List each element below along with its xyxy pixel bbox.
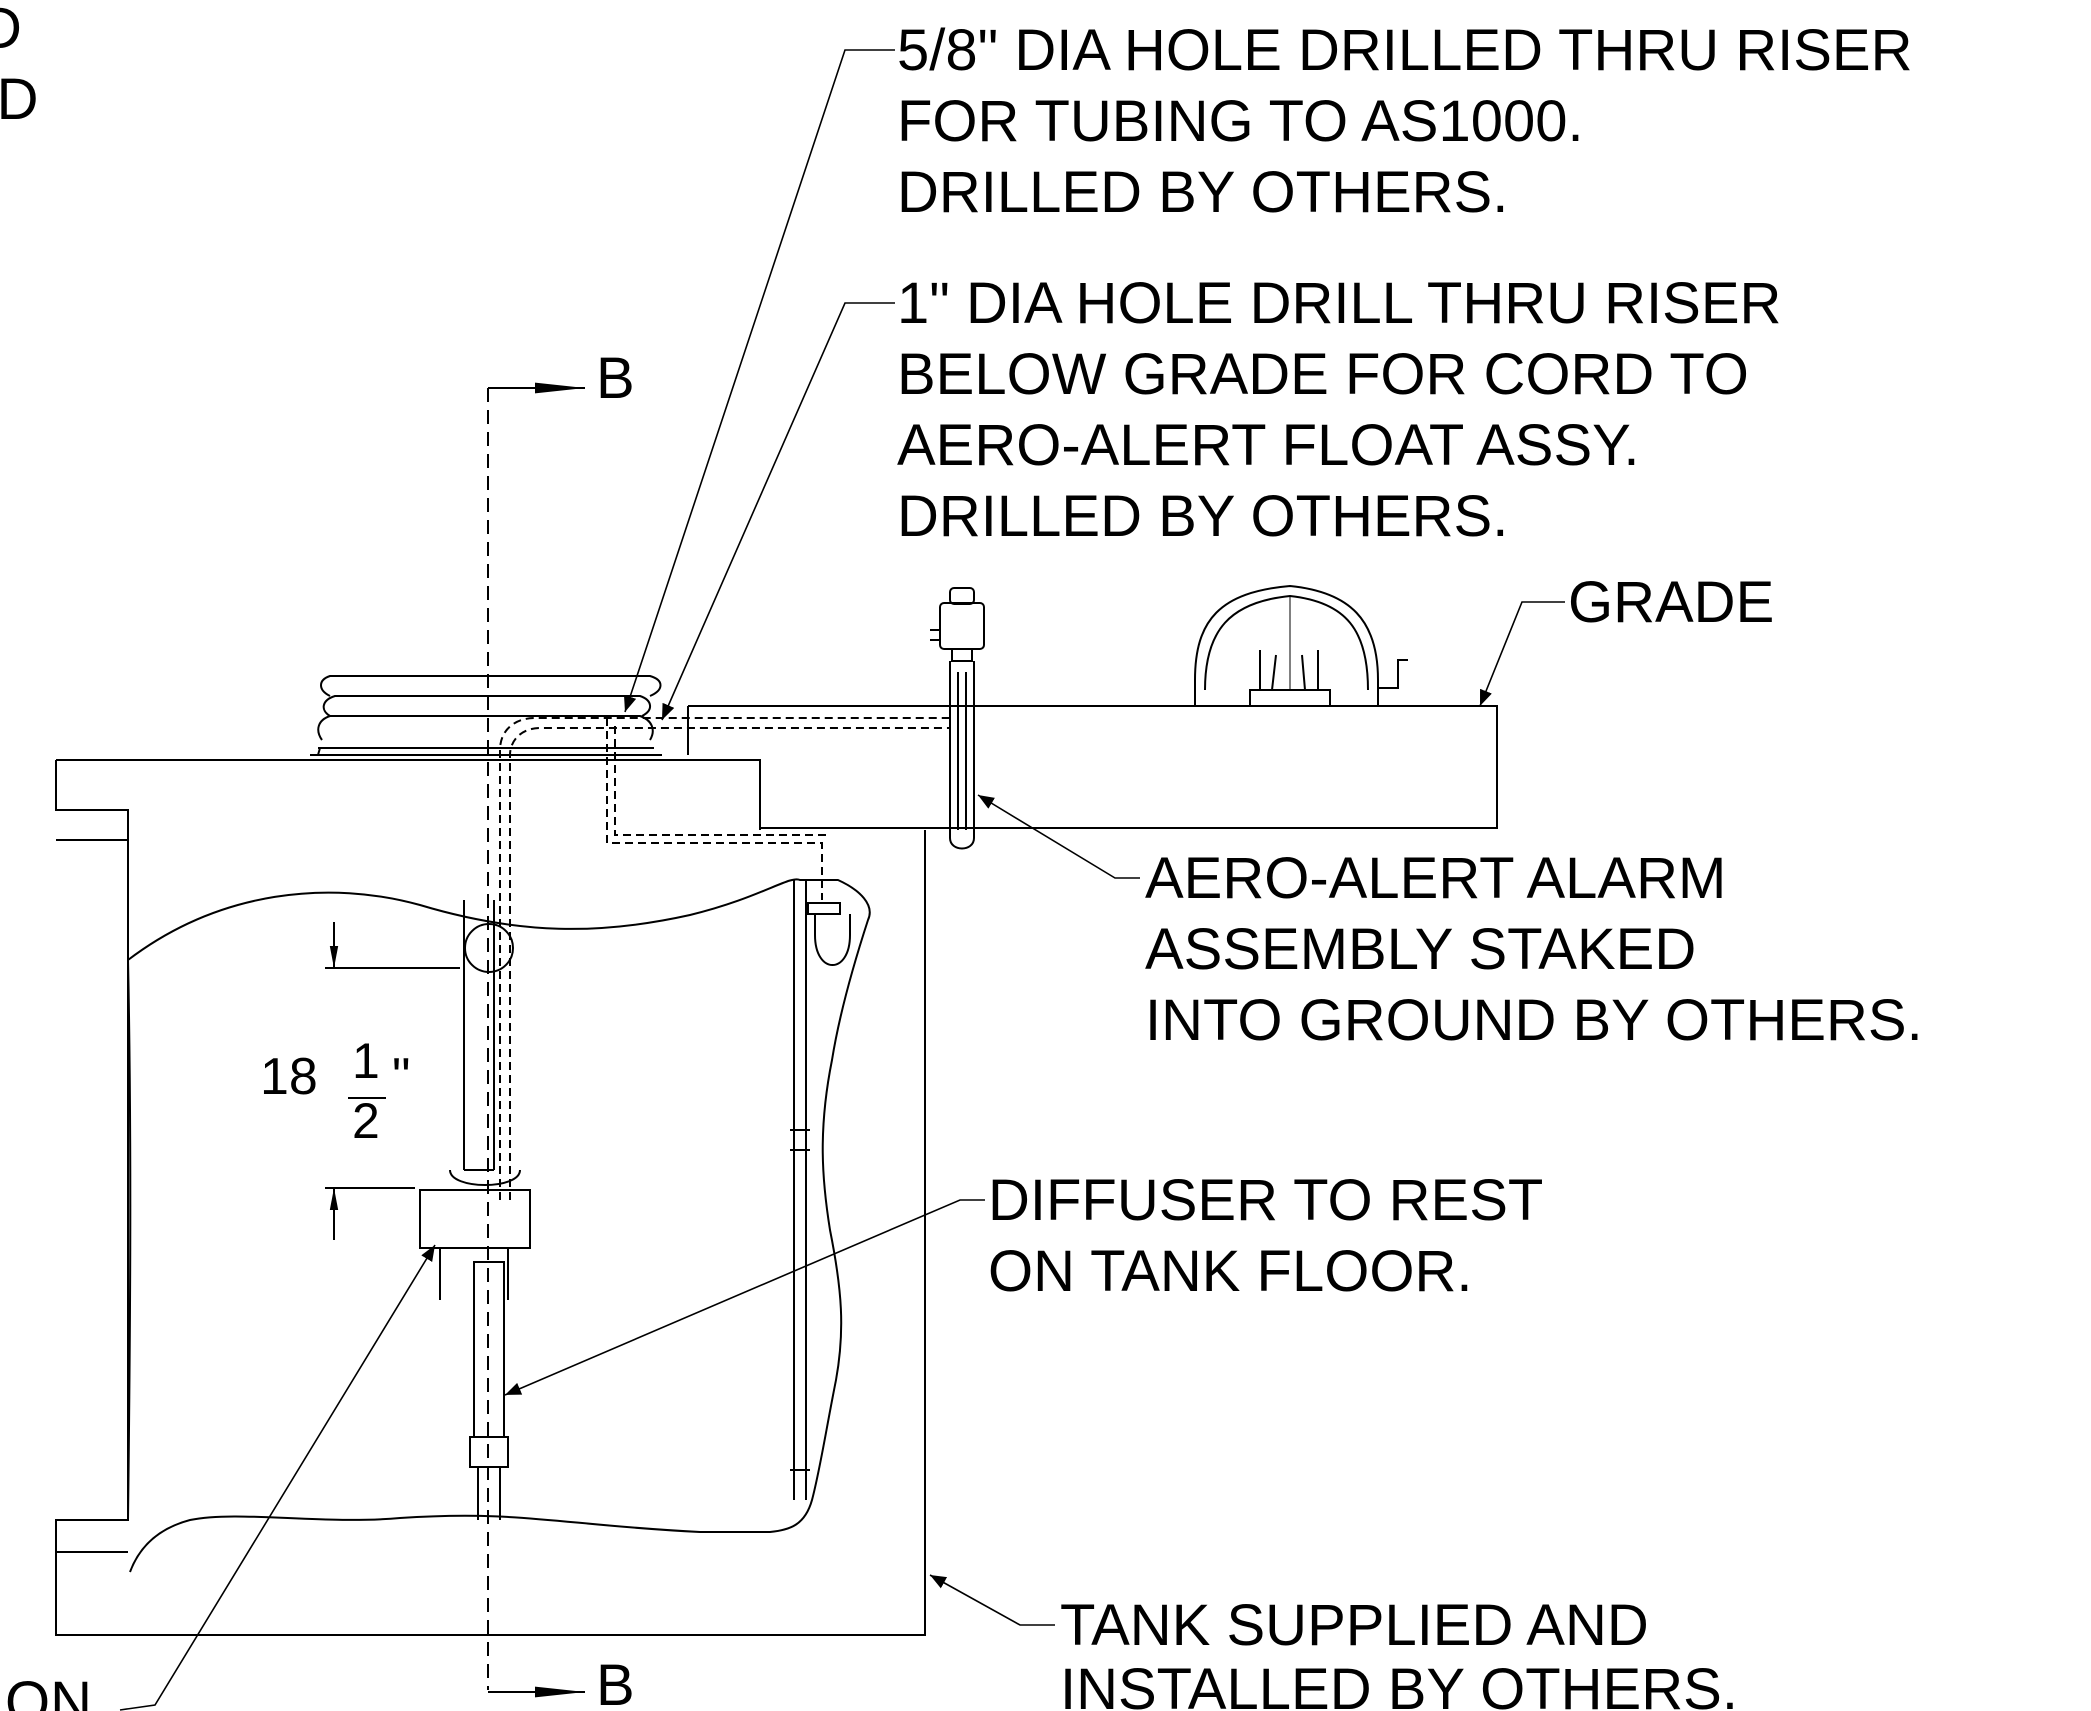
dimension-18-half: [325, 922, 460, 1240]
leader-diffuser: [504, 1199, 985, 1396]
leader-grade: [1479, 601, 1565, 707]
svg-text:DRILLED BY OTHERS.: DRILLED BY OTHERS.: [897, 484, 1508, 549]
callout-alarm: AERO-ALERT ALARM ASSEMBLY STAKED INTO GR…: [1145, 846, 1923, 1053]
tubing-routes: [499, 717, 950, 1200]
grade-slab: [687, 705, 1498, 829]
svg-text:DIFFUSER TO REST: DIFFUSER TO REST: [988, 1168, 1543, 1233]
svg-text:TANK SUPPLIED AND: TANK SUPPLIED AND: [1060, 1593, 1649, 1658]
float-switch: [807, 902, 851, 966]
dimension-unit: ": [392, 1048, 410, 1106]
callout-diffuser: DIFFUSER TO REST ON TANK FLOOR.: [988, 1168, 1543, 1304]
svg-text:DRILLED BY OTHERS.: DRILLED BY OTHERS.: [897, 160, 1508, 225]
tank: [55, 759, 926, 1636]
callout-hole-5-8: 5/8" DIA HOLE DRILLED THRU RISER FOR TUB…: [897, 18, 1912, 225]
section-label-top: B: [596, 346, 635, 411]
svg-text:D: D: [0, 0, 22, 61]
tank-outline: [55, 759, 926, 1636]
callout-left-cut: D ED ON: [0, 0, 92, 1711]
svg-text:AERO-ALERT ALARM: AERO-ALERT ALARM: [1145, 846, 1726, 911]
alarm-assembly: [930, 587, 985, 850]
svg-text:ED: ED: [0, 67, 39, 132]
svg-text:BELOW GRADE FOR CORD TO: BELOW GRADE FOR CORD TO: [897, 342, 1749, 407]
svg-text:INSTALLED BY OTHERS.: INSTALLED BY OTHERS.: [1060, 1657, 1738, 1711]
svg-text:ON: ON: [5, 1670, 92, 1711]
leader-left-bottom: [119, 1244, 436, 1711]
blower-housing: [1194, 584, 1408, 705]
section-label-bottom: B: [596, 1653, 635, 1711]
svg-text:1" DIA HOLE DRILL THRU RISER: 1" DIA HOLE DRILL THRU RISER: [897, 271, 1781, 336]
dimension-denominator: 2: [352, 1093, 380, 1149]
as1000-tubing: [499, 717, 950, 1200]
dimension-whole: 18: [260, 1048, 318, 1106]
leader-lines: [119, 49, 1565, 1711]
callout-grade: GRADE: [1568, 570, 1774, 635]
svg-text:INTO GROUND BY OTHERS.: INTO GROUND BY OTHERS.: [1145, 988, 1923, 1053]
grade-and-riser: [310, 675, 1498, 829]
svg-text:ON TANK FLOOR.: ON TANK FLOOR.: [988, 1239, 1472, 1304]
air-piping: [419, 880, 851, 1520]
dimension-numerator: 1: [352, 1033, 380, 1089]
leader-alarm: [977, 794, 1140, 879]
section-line-b: [487, 382, 585, 1698]
float-cord: [606, 718, 823, 900]
riser-lid: [310, 675, 662, 756]
callout-hole-1: 1" DIA HOLE DRILL THRU RISER BELOW GRADE…: [897, 271, 1781, 549]
leader-tank: [929, 1574, 1055, 1626]
float-pipe: [790, 880, 810, 1500]
callout-tank: TANK SUPPLIED AND INSTALLED BY OTHERS.: [1060, 1593, 1738, 1711]
leader-hole-1: [661, 302, 895, 721]
leader-hole-5-8: [623, 49, 895, 713]
diffuser-tee: [419, 1169, 531, 1249]
cutaway-boundary: [127, 878, 871, 1573]
svg-text:FOR TUBING TO AS1000.: FOR TUBING TO AS1000.: [897, 89, 1584, 154]
drop-pipe: [463, 900, 495, 1170]
svg-text:ASSEMBLY STAKED: ASSEMBLY STAKED: [1145, 917, 1696, 982]
svg-text:5/8" DIA HOLE DRILLED THRU RIS: 5/8" DIA HOLE DRILLED THRU RISER: [897, 18, 1912, 83]
svg-text:AERO-ALERT FLOAT ASSY.: AERO-ALERT FLOAT ASSY.: [897, 413, 1640, 478]
